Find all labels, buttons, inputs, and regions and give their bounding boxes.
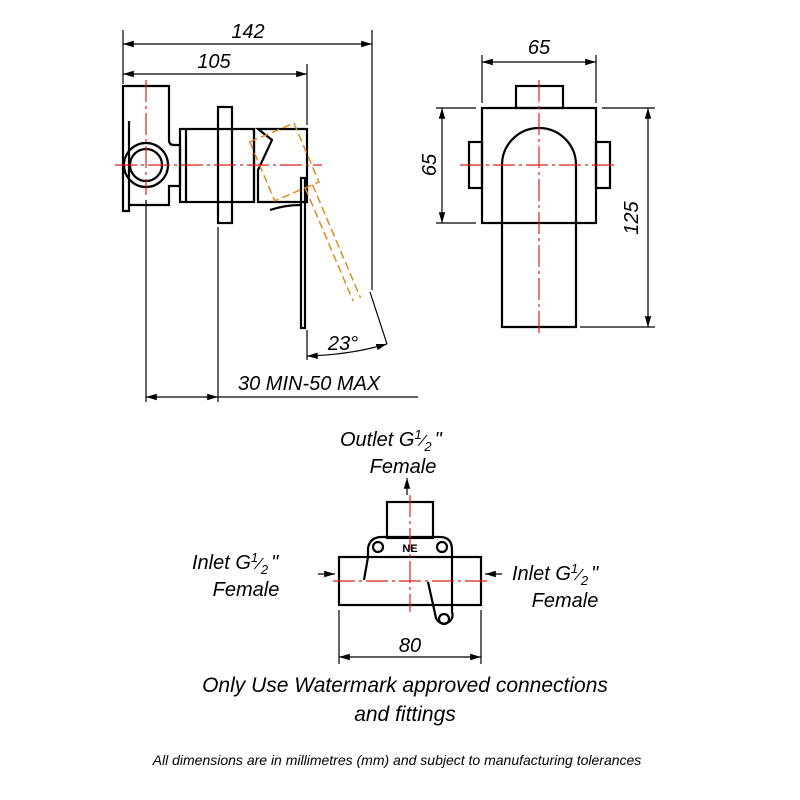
svg-text:Female: Female [370, 456, 437, 478]
svg-text:Inlet G1⁄2": Inlet G1⁄2" [512, 561, 599, 588]
dim-105: 105 [197, 51, 231, 73]
side-view: 142 105 23° 30 MIN-50 MAX [115, 21, 418, 402]
dim-142: 142 [231, 21, 264, 43]
svg-text:Female: Female [213, 579, 280, 601]
svg-text:Inlet G1⁄2": Inlet G1⁄2" [192, 550, 279, 577]
lever [299, 176, 307, 330]
inlet-right-label: Inlet G1⁄2" Female [512, 561, 599, 612]
dim-80: 80 [399, 635, 421, 657]
svg-text:Female: Female [532, 590, 599, 612]
handle [254, 127, 309, 204]
footer-note: All dimensions are in millimetres (mm) a… [152, 752, 642, 768]
watermark-note-line1: Only Use Watermark approved connections [202, 674, 608, 697]
dim-65-height: 65 [419, 153, 441, 176]
dim-65-width: 65 [528, 37, 551, 59]
dim-wall-cavity: 30 MIN-50 MAX [238, 373, 381, 395]
valve-view: NE 80 Outlet G1⁄2" Female Inlet G1⁄2" Fe… [192, 427, 599, 664]
watermark-note-line2: and fittings [354, 703, 456, 726]
spout-lever [500, 126, 578, 329]
wall-plate [121, 84, 182, 213]
rotated-lever [248, 122, 362, 302]
outlet-label: Outlet G1⁄2" Female [340, 427, 443, 478]
front-view: 65 65 125 [419, 37, 655, 335]
dim-angle: 23° [327, 333, 358, 355]
dim-125: 125 [621, 200, 643, 234]
inlet-left-label: Inlet G1⁄2" Female [192, 550, 279, 601]
svg-text:Outlet G1⁄2": Outlet G1⁄2" [340, 427, 443, 454]
